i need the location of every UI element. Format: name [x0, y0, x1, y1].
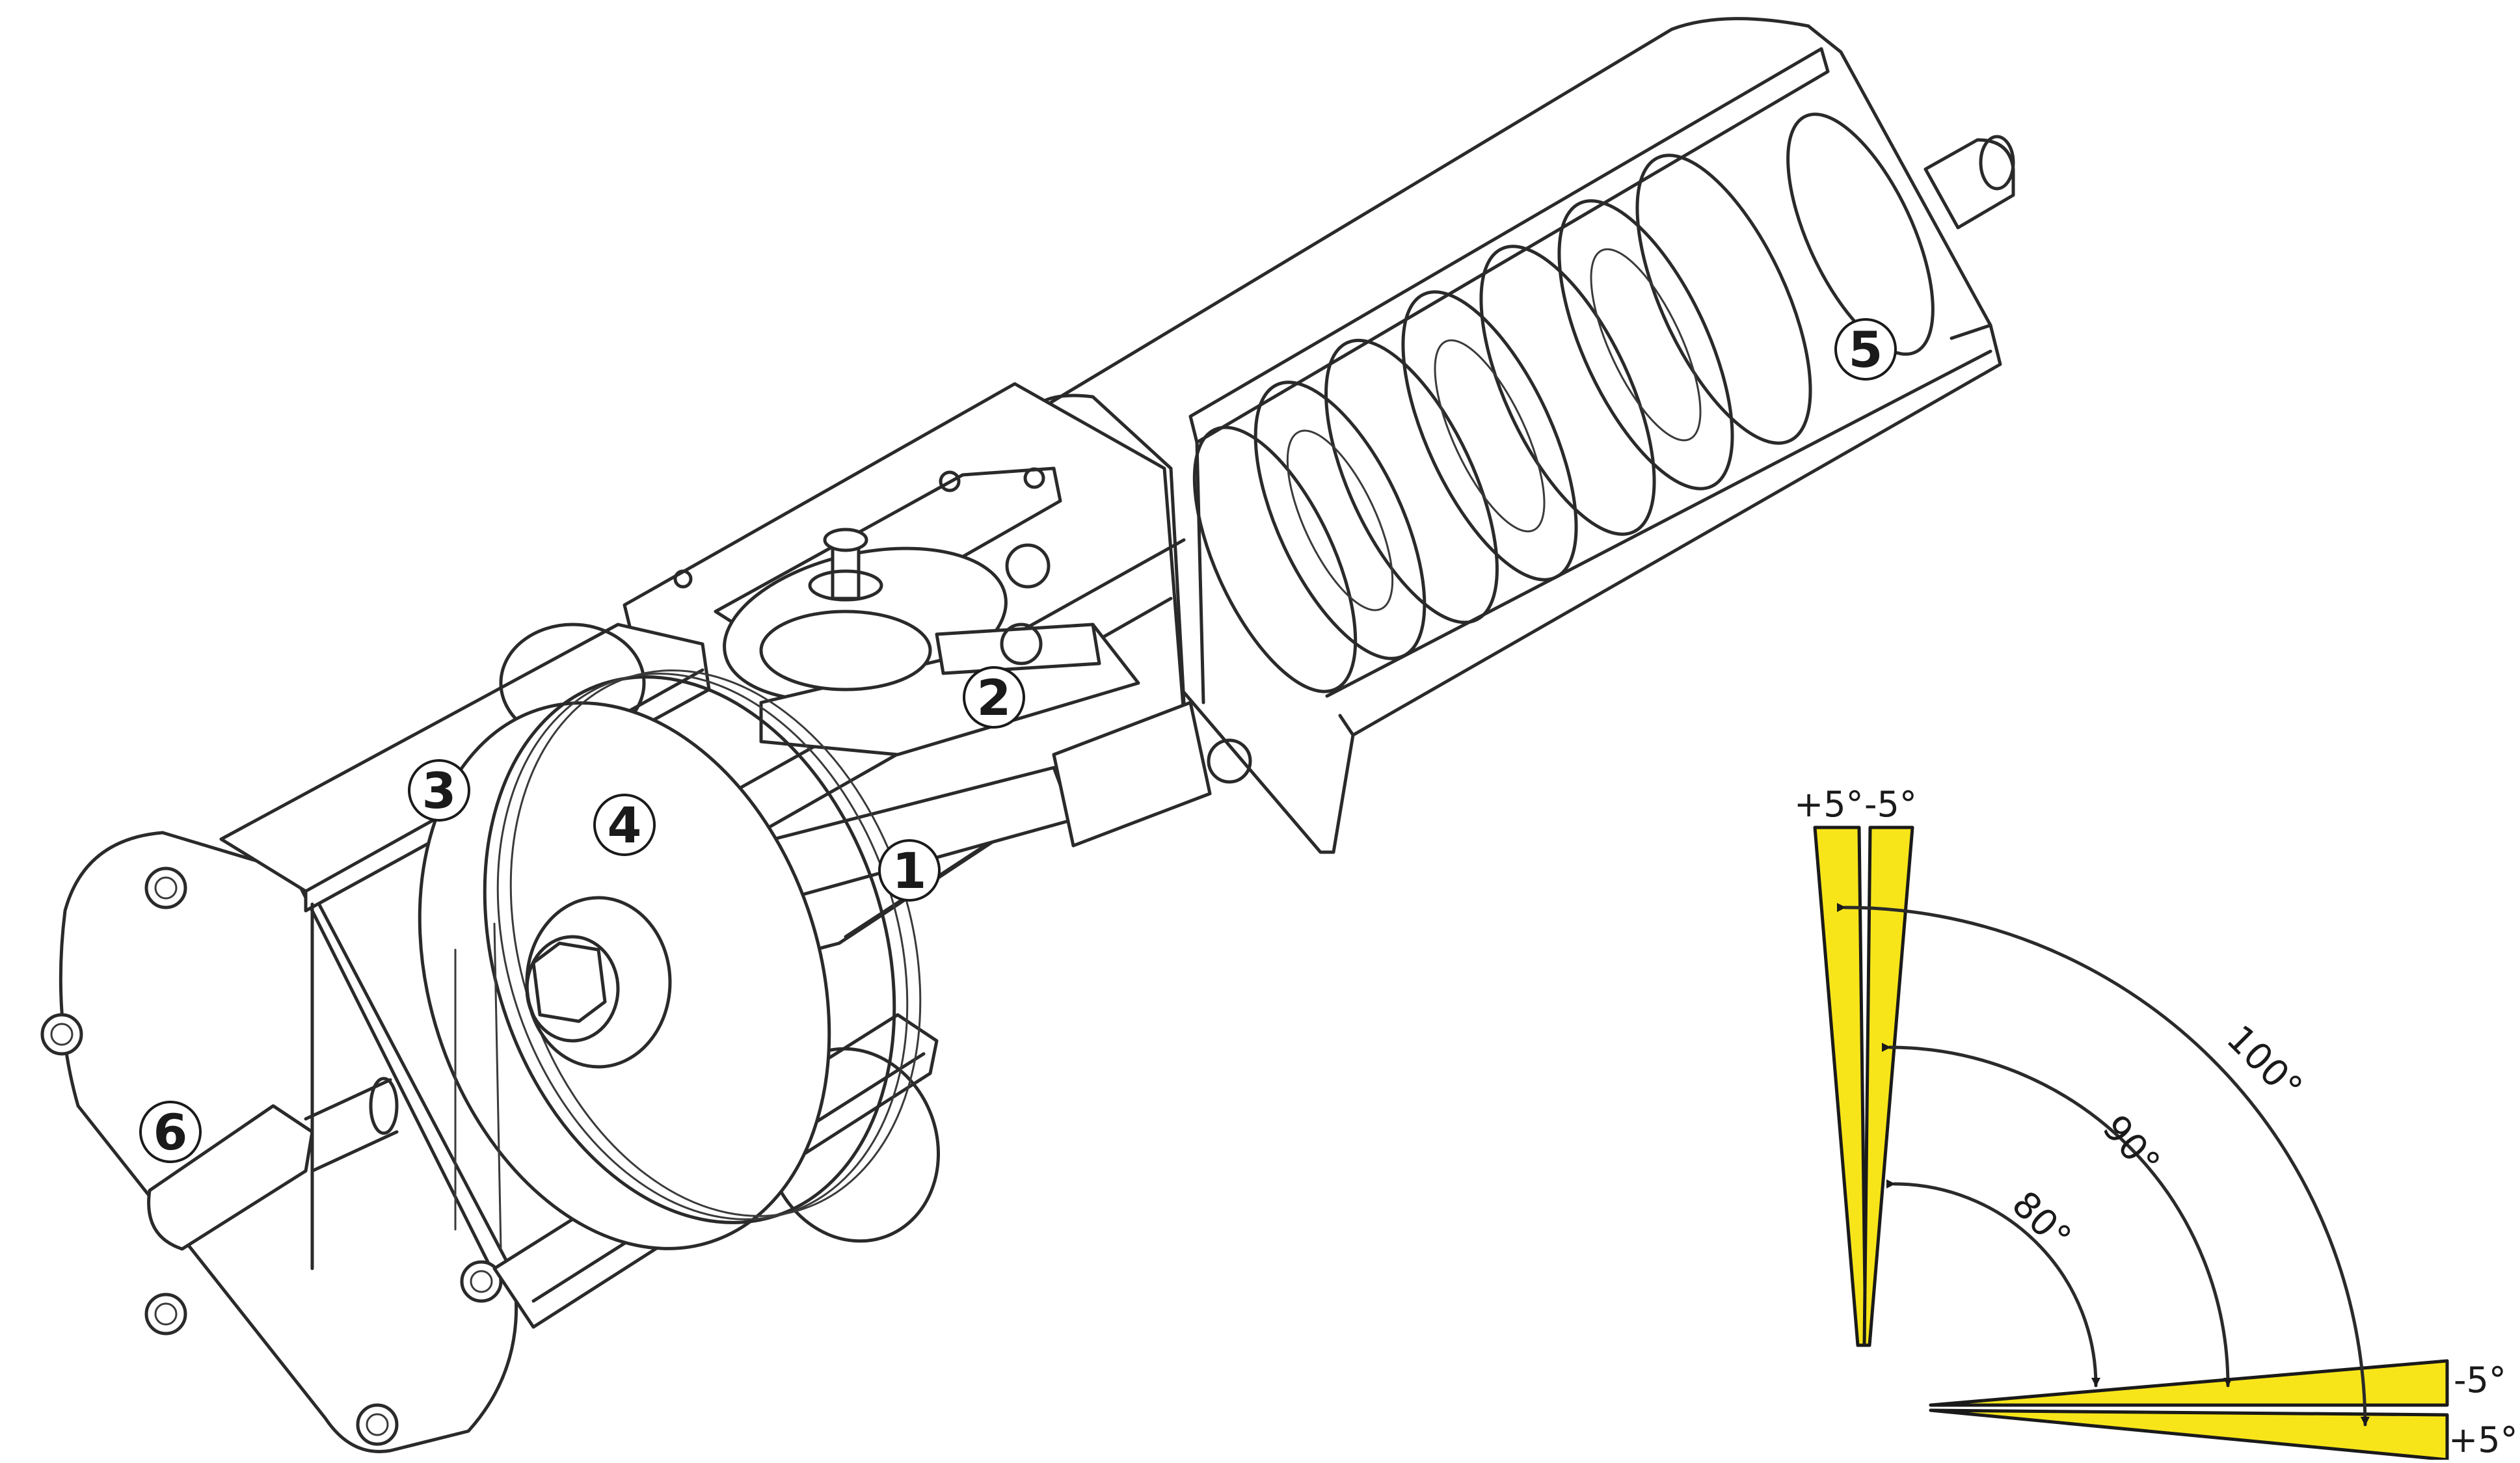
- angle-label-90: 90°: [2094, 1107, 2168, 1184]
- arc-90: [1881, 1042, 2232, 1388]
- callout-2-label: 2: [977, 669, 1012, 727]
- piston-disc: [418, 669, 922, 1250]
- rear-shaft: [1924, 135, 2015, 230]
- wedge-right-plus: [1929, 1408, 2449, 1462]
- callout-5: 5: [1834, 318, 1897, 381]
- callout-3-label: 3: [422, 762, 457, 820]
- callout-1-label: 1: [892, 842, 927, 900]
- callout-1: 1: [878, 839, 941, 902]
- callouts: 1 2 3 4 5 6: [139, 318, 1897, 1163]
- callout-4: 4: [593, 794, 656, 856]
- angle-label-100: 100°: [2218, 1017, 2310, 1109]
- callout-2: 2: [963, 666, 1025, 729]
- wedge-right-minus: [1929, 1359, 2449, 1407]
- yoke-mechanism: [673, 466, 1140, 757]
- angle-diagram: 100° 90° 80° +5° -5° -5° +5°: [1794, 784, 2518, 1462]
- arc-80: [1886, 1179, 2100, 1388]
- callout-5-label: 5: [1849, 321, 1883, 379]
- callout-3: 3: [408, 759, 470, 822]
- tolerance-right-minus: -5°: [2454, 1360, 2506, 1401]
- callout-4-label: 4: [608, 796, 642, 854]
- wedge-top-minus: [1862, 825, 1914, 1347]
- tolerance-top-plus: +5°: [1794, 784, 1864, 825]
- end-cap: [40, 831, 518, 1453]
- tolerance-right-plus: +5°: [2448, 1419, 2518, 1460]
- springs: [1192, 113, 1935, 693]
- actuator-drawing: [40, 17, 2015, 1453]
- callout-6: 6: [139, 1101, 202, 1163]
- angle-label-80: 80°: [2004, 1183, 2079, 1259]
- tolerance-top-minus: -5°: [1864, 784, 1917, 825]
- callout-6-label: 6: [154, 1103, 188, 1161]
- wedge-top-plus: [1813, 825, 1868, 1347]
- arc-100: [1836, 902, 2370, 1427]
